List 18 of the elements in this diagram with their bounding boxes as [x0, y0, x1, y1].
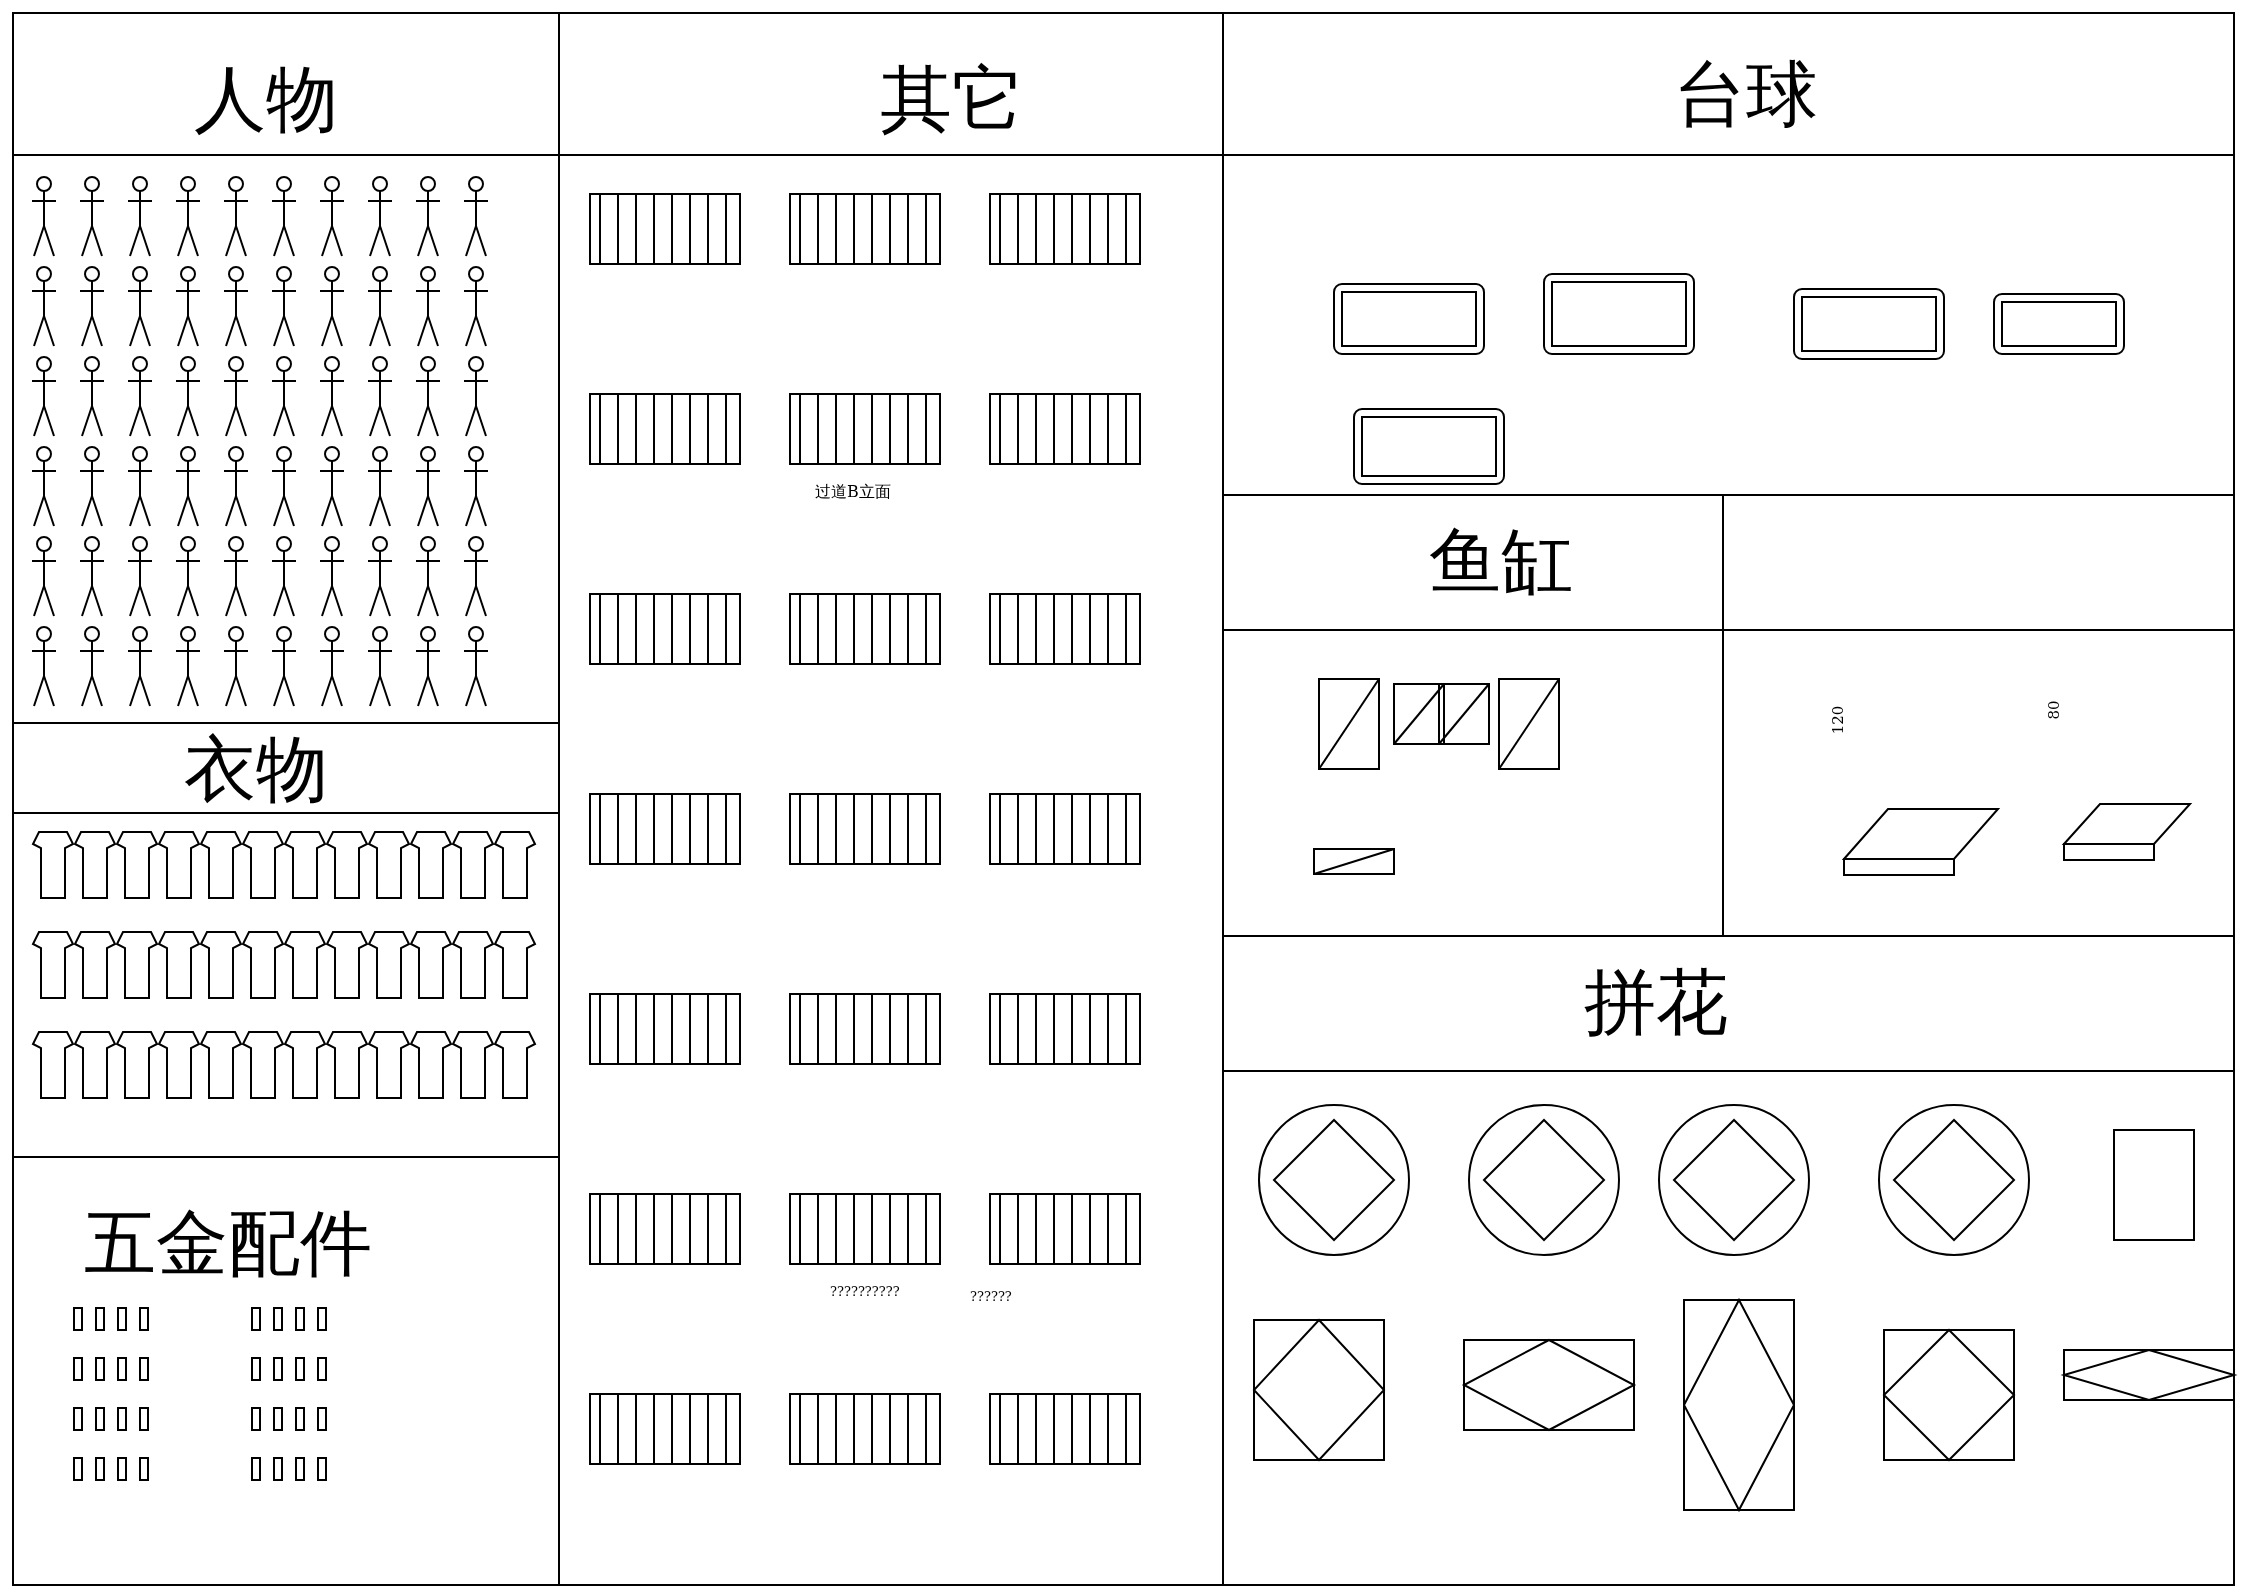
caption: 过道B立面	[815, 482, 891, 503]
category-panel	[12, 12, 560, 724]
category-panel	[1222, 12, 2235, 496]
category-panel	[12, 722, 560, 1158]
note-text: ??????	[970, 1289, 1012, 1304]
dimension-label: 120	[1829, 705, 1848, 735]
category-panel	[1222, 935, 2235, 1586]
dimension-label: 80	[2044, 700, 2063, 720]
category-heading: 鱼缸	[1429, 521, 1573, 601]
category-panel	[558, 12, 1224, 1586]
category-heading: 衣物	[184, 729, 328, 809]
note-text: ??????????	[830, 1284, 900, 1299]
category-heading: 其它	[880, 59, 1024, 139]
category-panel	[12, 1156, 560, 1586]
category-heading: 五金配件	[84, 1203, 372, 1283]
category-heading: 人物	[194, 59, 338, 139]
category-heading: 拼花	[1584, 962, 1728, 1042]
category-heading: 台球	[1674, 54, 1818, 134]
